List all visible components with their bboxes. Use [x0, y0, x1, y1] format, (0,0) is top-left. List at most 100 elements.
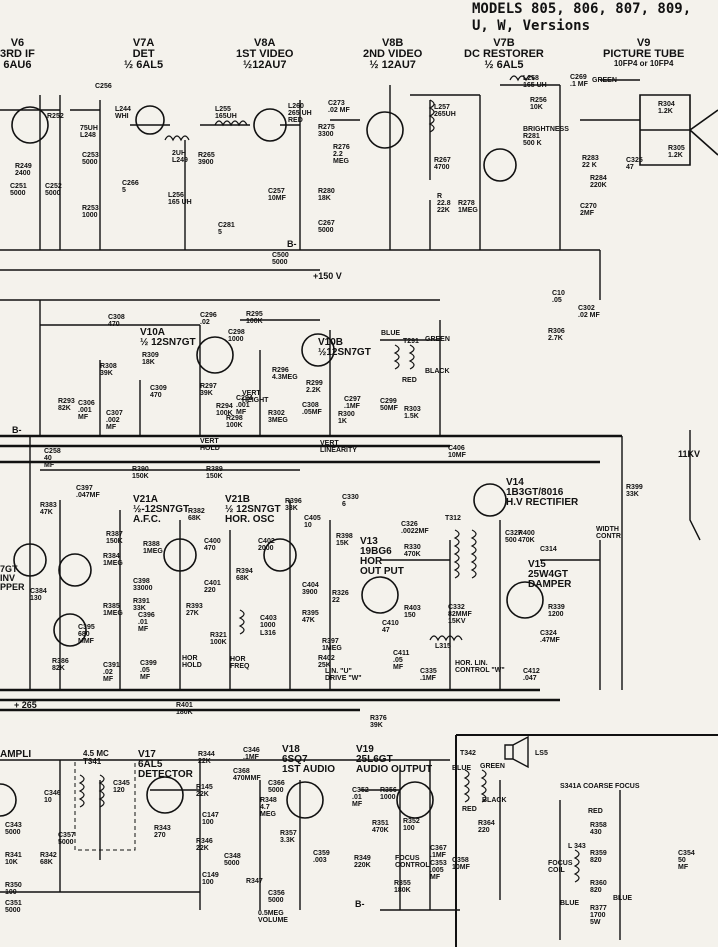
component-c252-line: 5000	[45, 190, 61, 197]
plus-150v-label: +150 V	[313, 271, 342, 281]
v21b-tube-symbol	[263, 538, 297, 572]
v9-header-type: 10FP4 or 10FP4	[613, 59, 674, 68]
component-r401-line: R401	[176, 702, 193, 709]
v8a-header-type: ½12AU7	[243, 59, 287, 71]
component-c294-line: .001	[236, 402, 250, 409]
component-c147-line: 100	[202, 819, 214, 826]
component-c412: C412.047	[523, 668, 540, 682]
v10a-tube-symbol	[196, 336, 234, 374]
component-c402-line: C402	[258, 538, 275, 545]
component-l244-line: L244	[115, 106, 131, 113]
controls-vert-hold-line: VERT	[200, 438, 219, 445]
component-r299-line: R299	[306, 380, 323, 387]
controls-vert-linearity-line: LINEARITY	[320, 447, 357, 454]
component-r388-line: 1MEG	[143, 548, 163, 555]
component-c400-line: 470	[204, 545, 216, 552]
component-r383-line: 47K	[40, 509, 53, 516]
component-c299-line: C299	[380, 398, 397, 405]
component-c368-line: 470MMF	[233, 775, 261, 782]
component-r350-line: 100	[5, 889, 17, 896]
component-c356-line: 5000	[268, 897, 284, 904]
section-labels-v18-line: 1ST AUDIO	[282, 764, 335, 775]
right-frame	[599, 250, 701, 690]
v7a-header-type: ½ 6AL5	[124, 59, 164, 71]
t341-shield	[74, 759, 136, 851]
section-labels-v19-line: V19	[356, 744, 374, 755]
t291-transformer	[393, 344, 415, 370]
controls-volume-line: 0.5MEG	[258, 910, 284, 917]
component-c397: C397.047MF	[76, 485, 100, 499]
component-r391-line: R391	[133, 598, 150, 605]
component-r355-line: 180K	[394, 887, 411, 894]
component-l257-line: L257	[434, 104, 450, 111]
component-c149-line: 100	[202, 879, 214, 886]
component-r383-line: R383	[40, 502, 57, 509]
component-c367-line: C367	[430, 845, 447, 852]
component-c403-line: 1000	[260, 622, 276, 629]
component-c500-line: 5000	[272, 259, 288, 266]
component-r364-line: 220	[478, 827, 490, 834]
component-r349-line: R349	[354, 855, 371, 862]
t341-transformer	[78, 774, 105, 808]
wire-green-1: GREEN	[425, 336, 450, 343]
t342-label: T342	[460, 750, 476, 757]
component-r294-line: R294	[216, 403, 233, 410]
component-r265-line: 3900	[198, 159, 214, 166]
component-c299-line: 50MF	[380, 405, 398, 412]
component-c404-line: 3900	[302, 589, 318, 596]
component-c351-line: 5000	[5, 907, 21, 914]
component-c343-line: 5000	[5, 829, 21, 836]
component-c314: C314	[540, 546, 557, 553]
component-r256-line: 10K	[530, 104, 543, 111]
component-c391-line: C391	[103, 662, 120, 669]
component-r145-line: 22K	[196, 791, 209, 798]
v10b-tube-symbol	[301, 333, 335, 367]
component-l257-line: 265UH	[434, 111, 456, 118]
controls-hor-lin-label: HOR. LIN.CONTROL "W"	[455, 660, 505, 674]
b-minus-label: B-	[12, 425, 22, 435]
component-r308-line: 39K	[100, 370, 113, 377]
section-labels-v13-line: OUT PUT	[360, 566, 404, 577]
component-c306-line: .001	[78, 407, 92, 414]
component-r296-line: 4.3MEG	[272, 374, 298, 381]
component-r388-line: R388	[143, 541, 160, 548]
component-c359-line: .003	[313, 857, 327, 864]
wire-blue-4: BLUE	[613, 895, 633, 902]
b-minus-rail	[0, 249, 600, 301]
component-r275-line: 3300	[318, 131, 334, 138]
component-r276-line: MEG	[333, 158, 349, 165]
component-c296: C296.02	[200, 312, 217, 326]
component-c411-line: C411	[393, 650, 410, 657]
